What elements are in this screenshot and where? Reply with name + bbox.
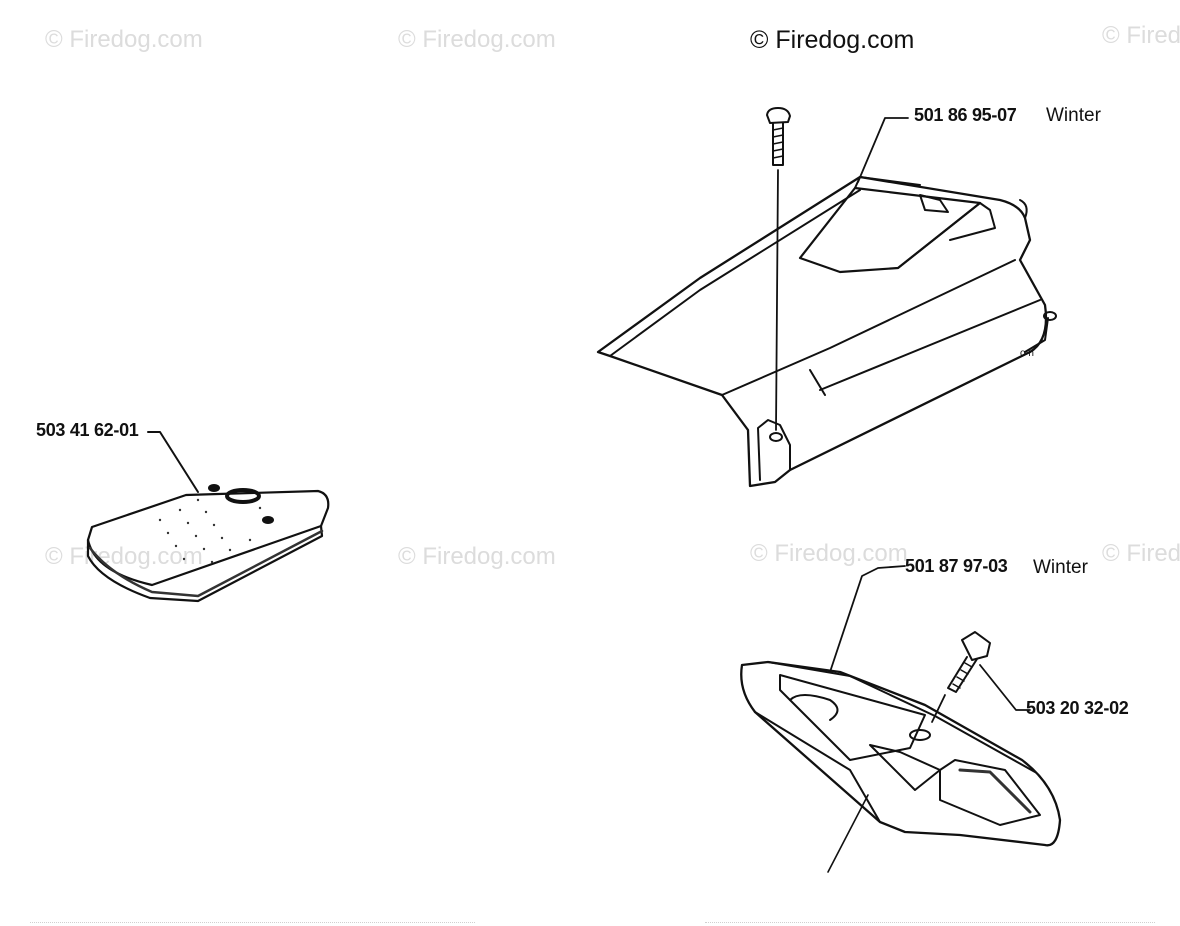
part-number-cylinder-cover[interactable]: 501 86 95-07	[914, 105, 1017, 125]
cylinder-cover-screw-drawing[interactable]	[766, 107, 791, 431]
air-filter-drawing[interactable]	[86, 431, 330, 603]
cylinder-cover-note: Winter	[1046, 105, 1101, 126]
part-number-air-filter[interactable]: 503 41 62-01	[36, 420, 139, 440]
filter-cover-drawing[interactable]	[740, 565, 1062, 873]
watermark: © Firedog.com	[1102, 22, 1180, 49]
watermark: © Firedog.com	[750, 540, 908, 567]
part-number-screw[interactable]: 503 20 32-02	[1026, 698, 1129, 718]
filter-cover-screw-drawing[interactable]	[931, 631, 1031, 723]
bottom-divider	[30, 922, 475, 923]
watermark: © Firedog.com	[398, 26, 556, 53]
watermark: © Firedog.com	[45, 26, 203, 53]
filter-cover-note: Winter	[1033, 557, 1088, 578]
watermark: © Firedog.com	[398, 543, 556, 570]
part-number-filter-cover[interactable]: 501 87 97-03	[905, 556, 1008, 576]
watermark: © Firedog.com	[45, 543, 203, 570]
watermark: © Firedog.com	[1102, 540, 1180, 567]
copyright-notice: © Firedog.com	[750, 26, 915, 54]
svg-text:o n: o n	[1020, 348, 1034, 359]
cylinder-cover-drawing[interactable]: o n	[596, 117, 1057, 488]
bottom-divider	[705, 922, 1155, 923]
